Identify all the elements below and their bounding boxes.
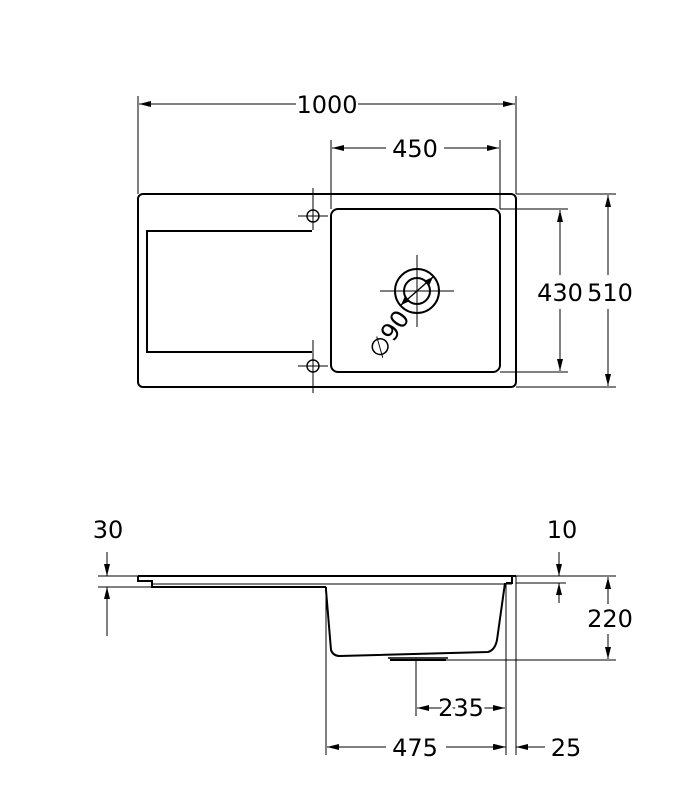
- bowl-width-label: 450: [392, 135, 438, 163]
- tap-hole-bottom: [298, 340, 328, 393]
- wall-offset-label: 25: [551, 734, 582, 762]
- drain-diameter-label: ∅90: [363, 305, 415, 363]
- side-view: 30 10 220: [93, 516, 633, 762]
- dim-bowl-depth: [500, 208, 568, 373]
- bowl-length-label: 475: [392, 734, 438, 762]
- drain-offset-label: 235: [438, 694, 484, 722]
- drain: [380, 255, 454, 327]
- tap-hole-top: [298, 188, 328, 230]
- overall-depth-label: 510: [587, 279, 633, 307]
- edge-thickness-label: 10: [547, 516, 578, 544]
- dim-drain-offset: [417, 705, 505, 711]
- overall-width-label: 1000: [296, 91, 357, 119]
- sink-profile: [137, 575, 516, 661]
- sink-outline: [137, 193, 517, 388]
- bowl-height-label: 220: [587, 605, 633, 633]
- top-view: ∅90 1000 450 4: [137, 91, 633, 393]
- bowl-outline: [330, 208, 501, 373]
- dim-bowl-width: [330, 140, 501, 209]
- rim-thickness-label: 30: [93, 516, 124, 544]
- dim-wall-offset: [494, 744, 545, 750]
- dim-overall-depth: [516, 193, 616, 388]
- drainer-area: [146, 230, 312, 353]
- dim-rim-thickness: [98, 552, 152, 636]
- dim-overall-width: [137, 96, 517, 194]
- dim-edge-thickness: [516, 552, 566, 603]
- dim-bowl-height: [446, 575, 616, 661]
- bowl-depth-label: 430: [537, 279, 583, 307]
